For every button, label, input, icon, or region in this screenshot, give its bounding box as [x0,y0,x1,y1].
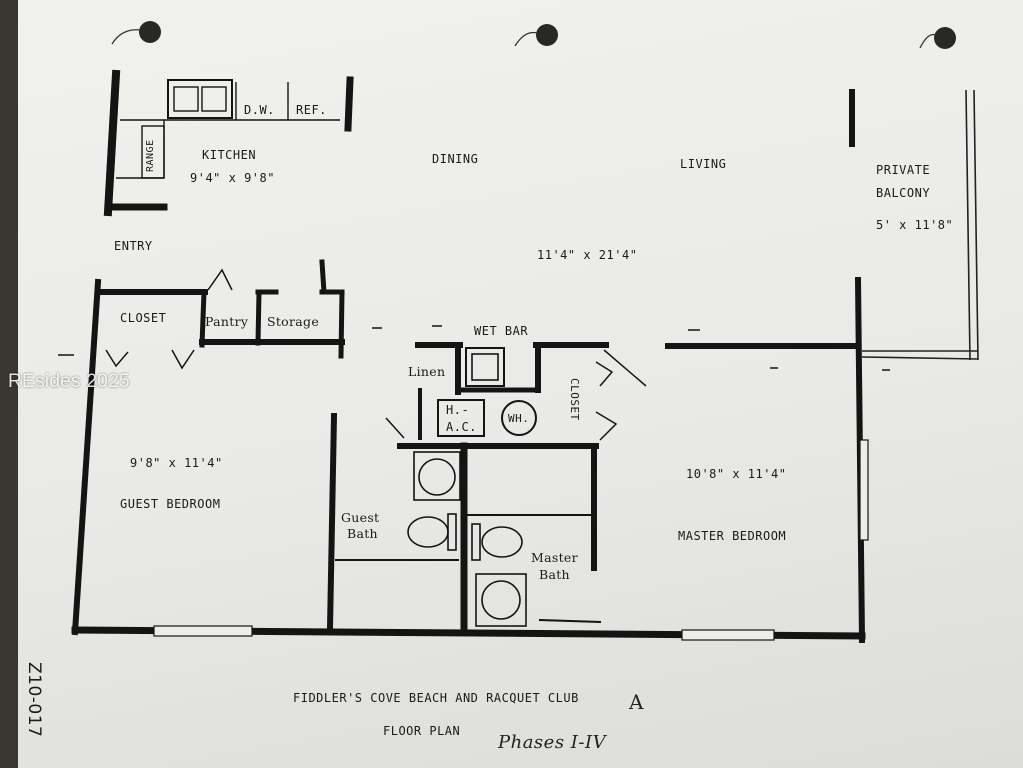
phases-note: Phases I-IV [498,732,607,753]
wet-bar-sink [465,347,505,387]
hvac-unit [437,399,485,437]
label-refrigerator: REF. [296,103,327,117]
document-subtitle: FLOOR PLAN [383,724,461,738]
living-size: 11'4" x 21'4" [537,248,638,262]
water-heater [501,400,537,436]
sink-guest [413,451,461,501]
unit-type: A [629,690,644,714]
hvac-line1: H.- [446,403,470,417]
entry-name: ENTRY [114,239,153,253]
balcony-rail [861,89,979,361]
toilet-guest [407,516,449,548]
binder-hole [139,21,161,43]
guest-bedroom-name: GUEST BEDROOM [120,497,221,511]
balcony-name-line2: BALCONY [876,186,931,200]
closet2-name: CLOSET [568,378,581,421]
kitchen-fixtures [116,79,340,179]
sink-master [475,573,527,627]
toilet-master [481,526,523,558]
water-heater-label: WH. [508,412,530,425]
kitchen-size: 9'4" x 9'8" [190,171,275,185]
binder-hole [536,24,558,46]
windows [153,439,869,641]
walls [71,69,866,644]
label-dishwasher: D.W. [244,103,275,117]
storage-name: Storage [267,314,320,329]
side-code: Z10-017 [24,662,44,738]
paper-sheet [18,0,1023,768]
hvac-line2: A.C. [446,420,477,434]
watermark: REsides 2025 [8,371,130,392]
utility-fixtures [437,347,537,437]
master-bedroom-name: MASTER BEDROOM [678,529,787,543]
master-bedroom-size: 10'8" x 11'4" [686,467,787,481]
guest-bath-line1: Guest [341,510,380,525]
label-range: RANGE [145,139,156,172]
closet-name: CLOSET [120,311,167,325]
bath-fixtures [407,451,527,627]
wet-bar-name: WET BAR [474,324,529,338]
sink [167,79,233,119]
binder-hole [934,27,956,49]
kitchen-name: KITCHEN [202,148,257,162]
document-title: FIDDLER'S COVE BEACH AND RACQUET CLUB [293,691,579,705]
binder-holes [139,21,956,49]
master-bath-line1: Master [531,550,578,565]
balcony-size: 5' x 11'8" [876,218,954,232]
guest-bedroom-size: 9'8" x 11'4" [130,456,223,470]
dining-name: DINING [432,152,479,166]
guest-bath-line2: Bath [347,526,378,541]
door-swings [105,268,647,441]
linen-name: Linen [408,364,446,379]
pantry-name: Pantry [205,314,249,329]
master-bath-line2: Bath [539,567,570,582]
living-name: LIVING [680,157,727,171]
balcony-name-line1: PRIVATE [876,163,931,177]
